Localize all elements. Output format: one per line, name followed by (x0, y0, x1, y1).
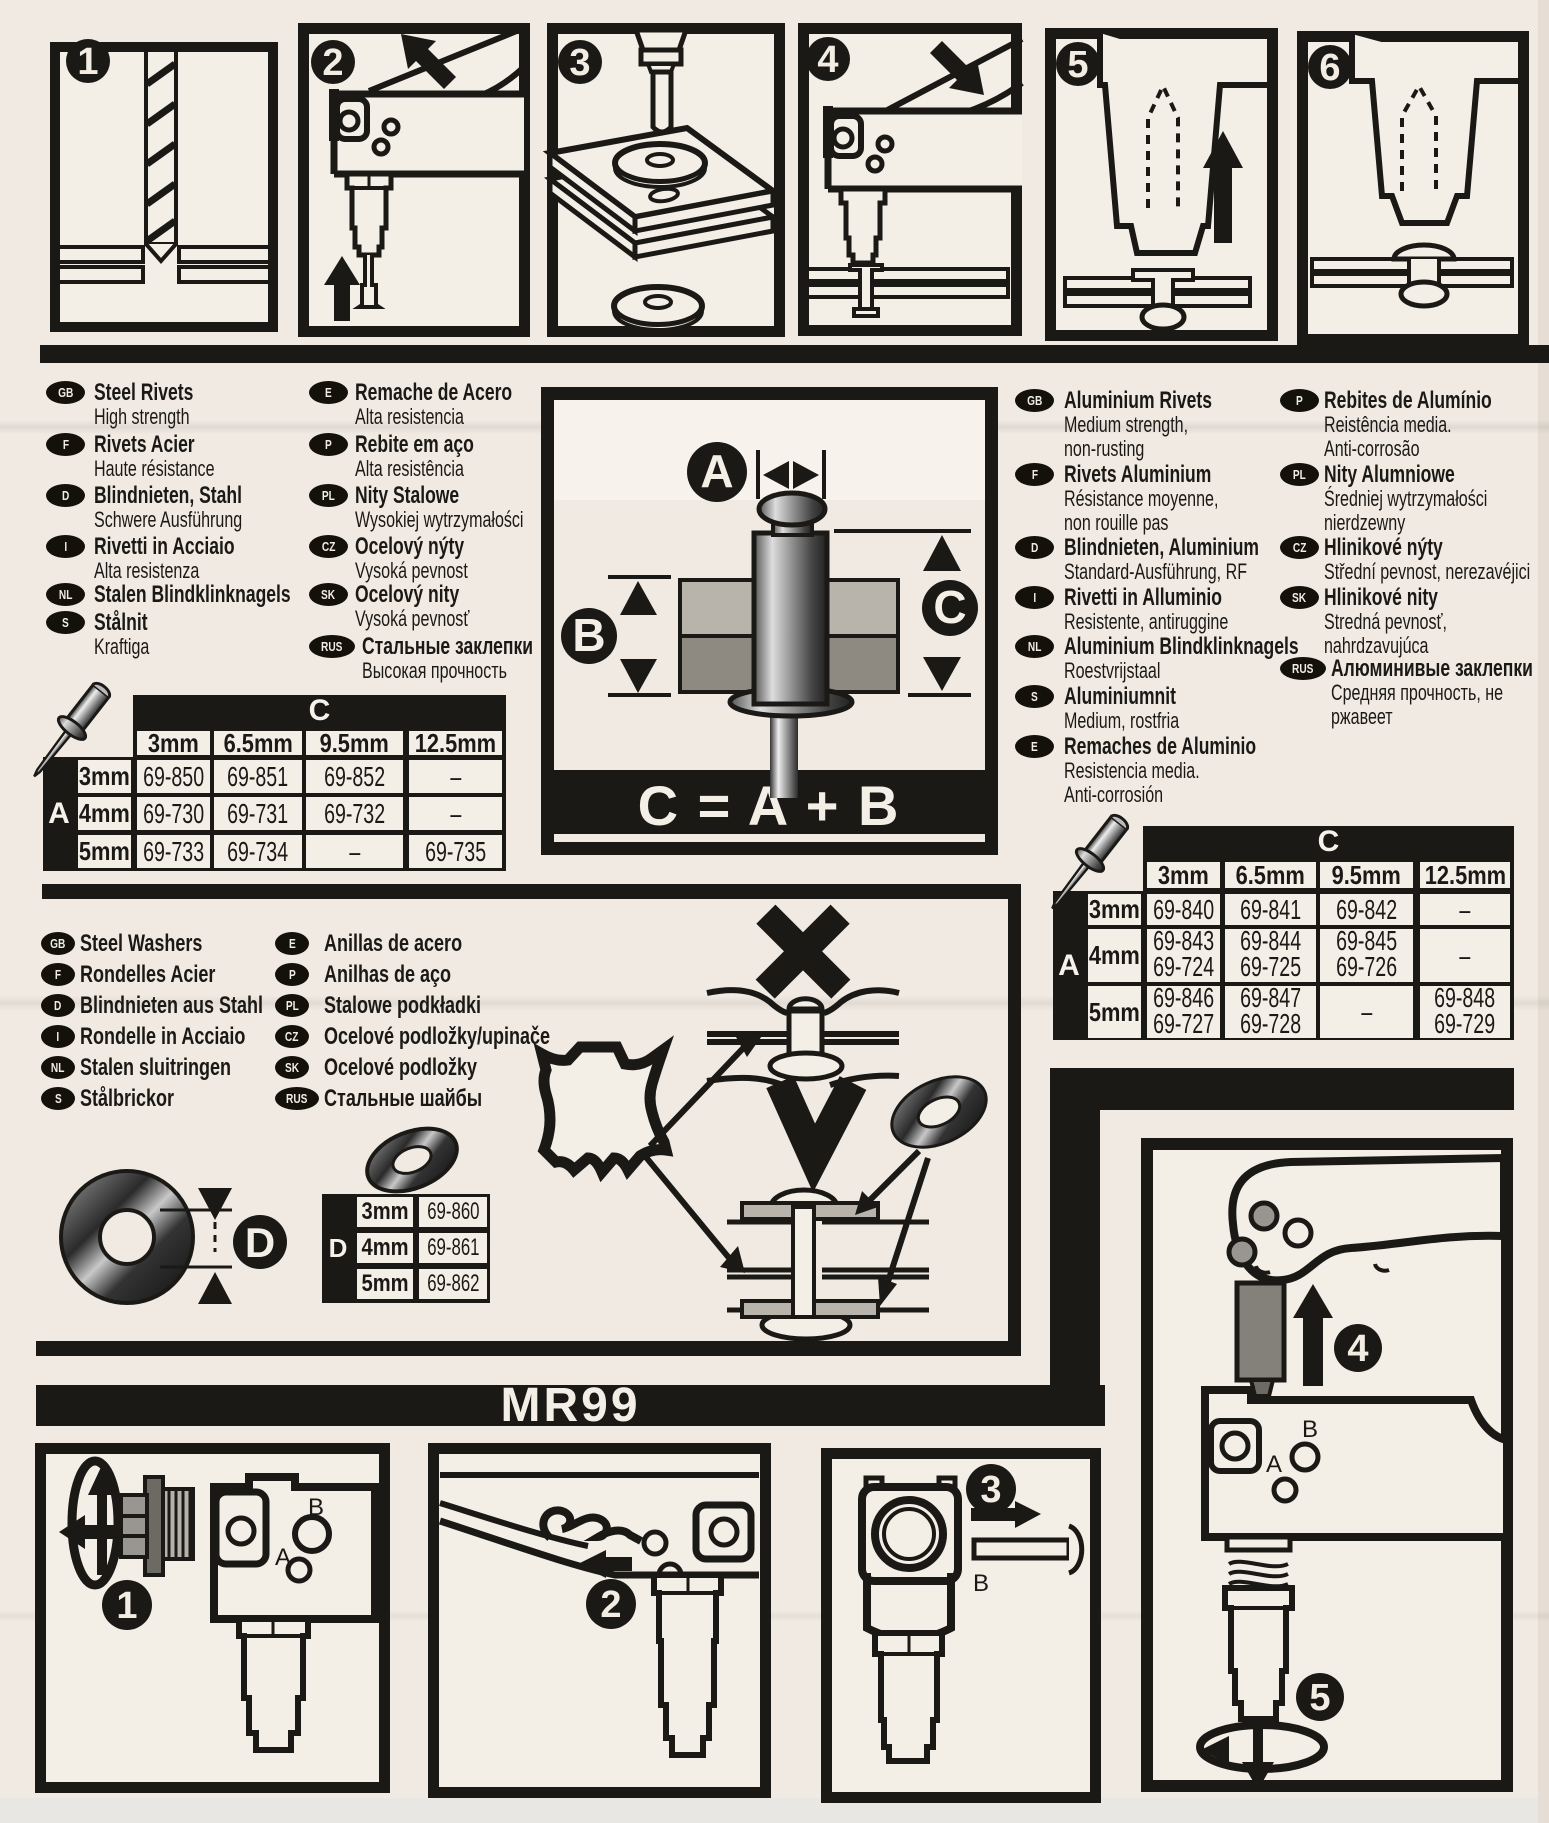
svg-text:B: B (973, 1570, 989, 1597)
svg-text:1: 1 (116, 1585, 137, 1627)
svg-text:A: A (275, 1544, 291, 1571)
svg-text:4: 4 (1347, 1328, 1368, 1370)
svg-text:5: 5 (1309, 1677, 1330, 1719)
svg-text:1: 1 (77, 41, 98, 83)
svg-text:C = A + B: C = A + B (638, 774, 901, 837)
svg-text:6: 6 (1319, 47, 1340, 89)
svg-text:A: A (700, 445, 733, 497)
svg-text:4: 4 (817, 39, 838, 81)
svg-text:2: 2 (600, 1584, 621, 1626)
svg-text:B: B (572, 609, 605, 661)
svg-text:B: B (1302, 1416, 1318, 1443)
svg-text:C: C (933, 581, 966, 633)
svg-text:A: A (1266, 1451, 1282, 1478)
svg-text:2: 2 (322, 42, 343, 84)
svg-text:5: 5 (1067, 44, 1088, 86)
svg-text:B: B (308, 1494, 324, 1521)
svg-text:3: 3 (980, 1469, 1001, 1511)
svg-text:3: 3 (569, 42, 590, 84)
svg-text:D: D (245, 1219, 275, 1266)
